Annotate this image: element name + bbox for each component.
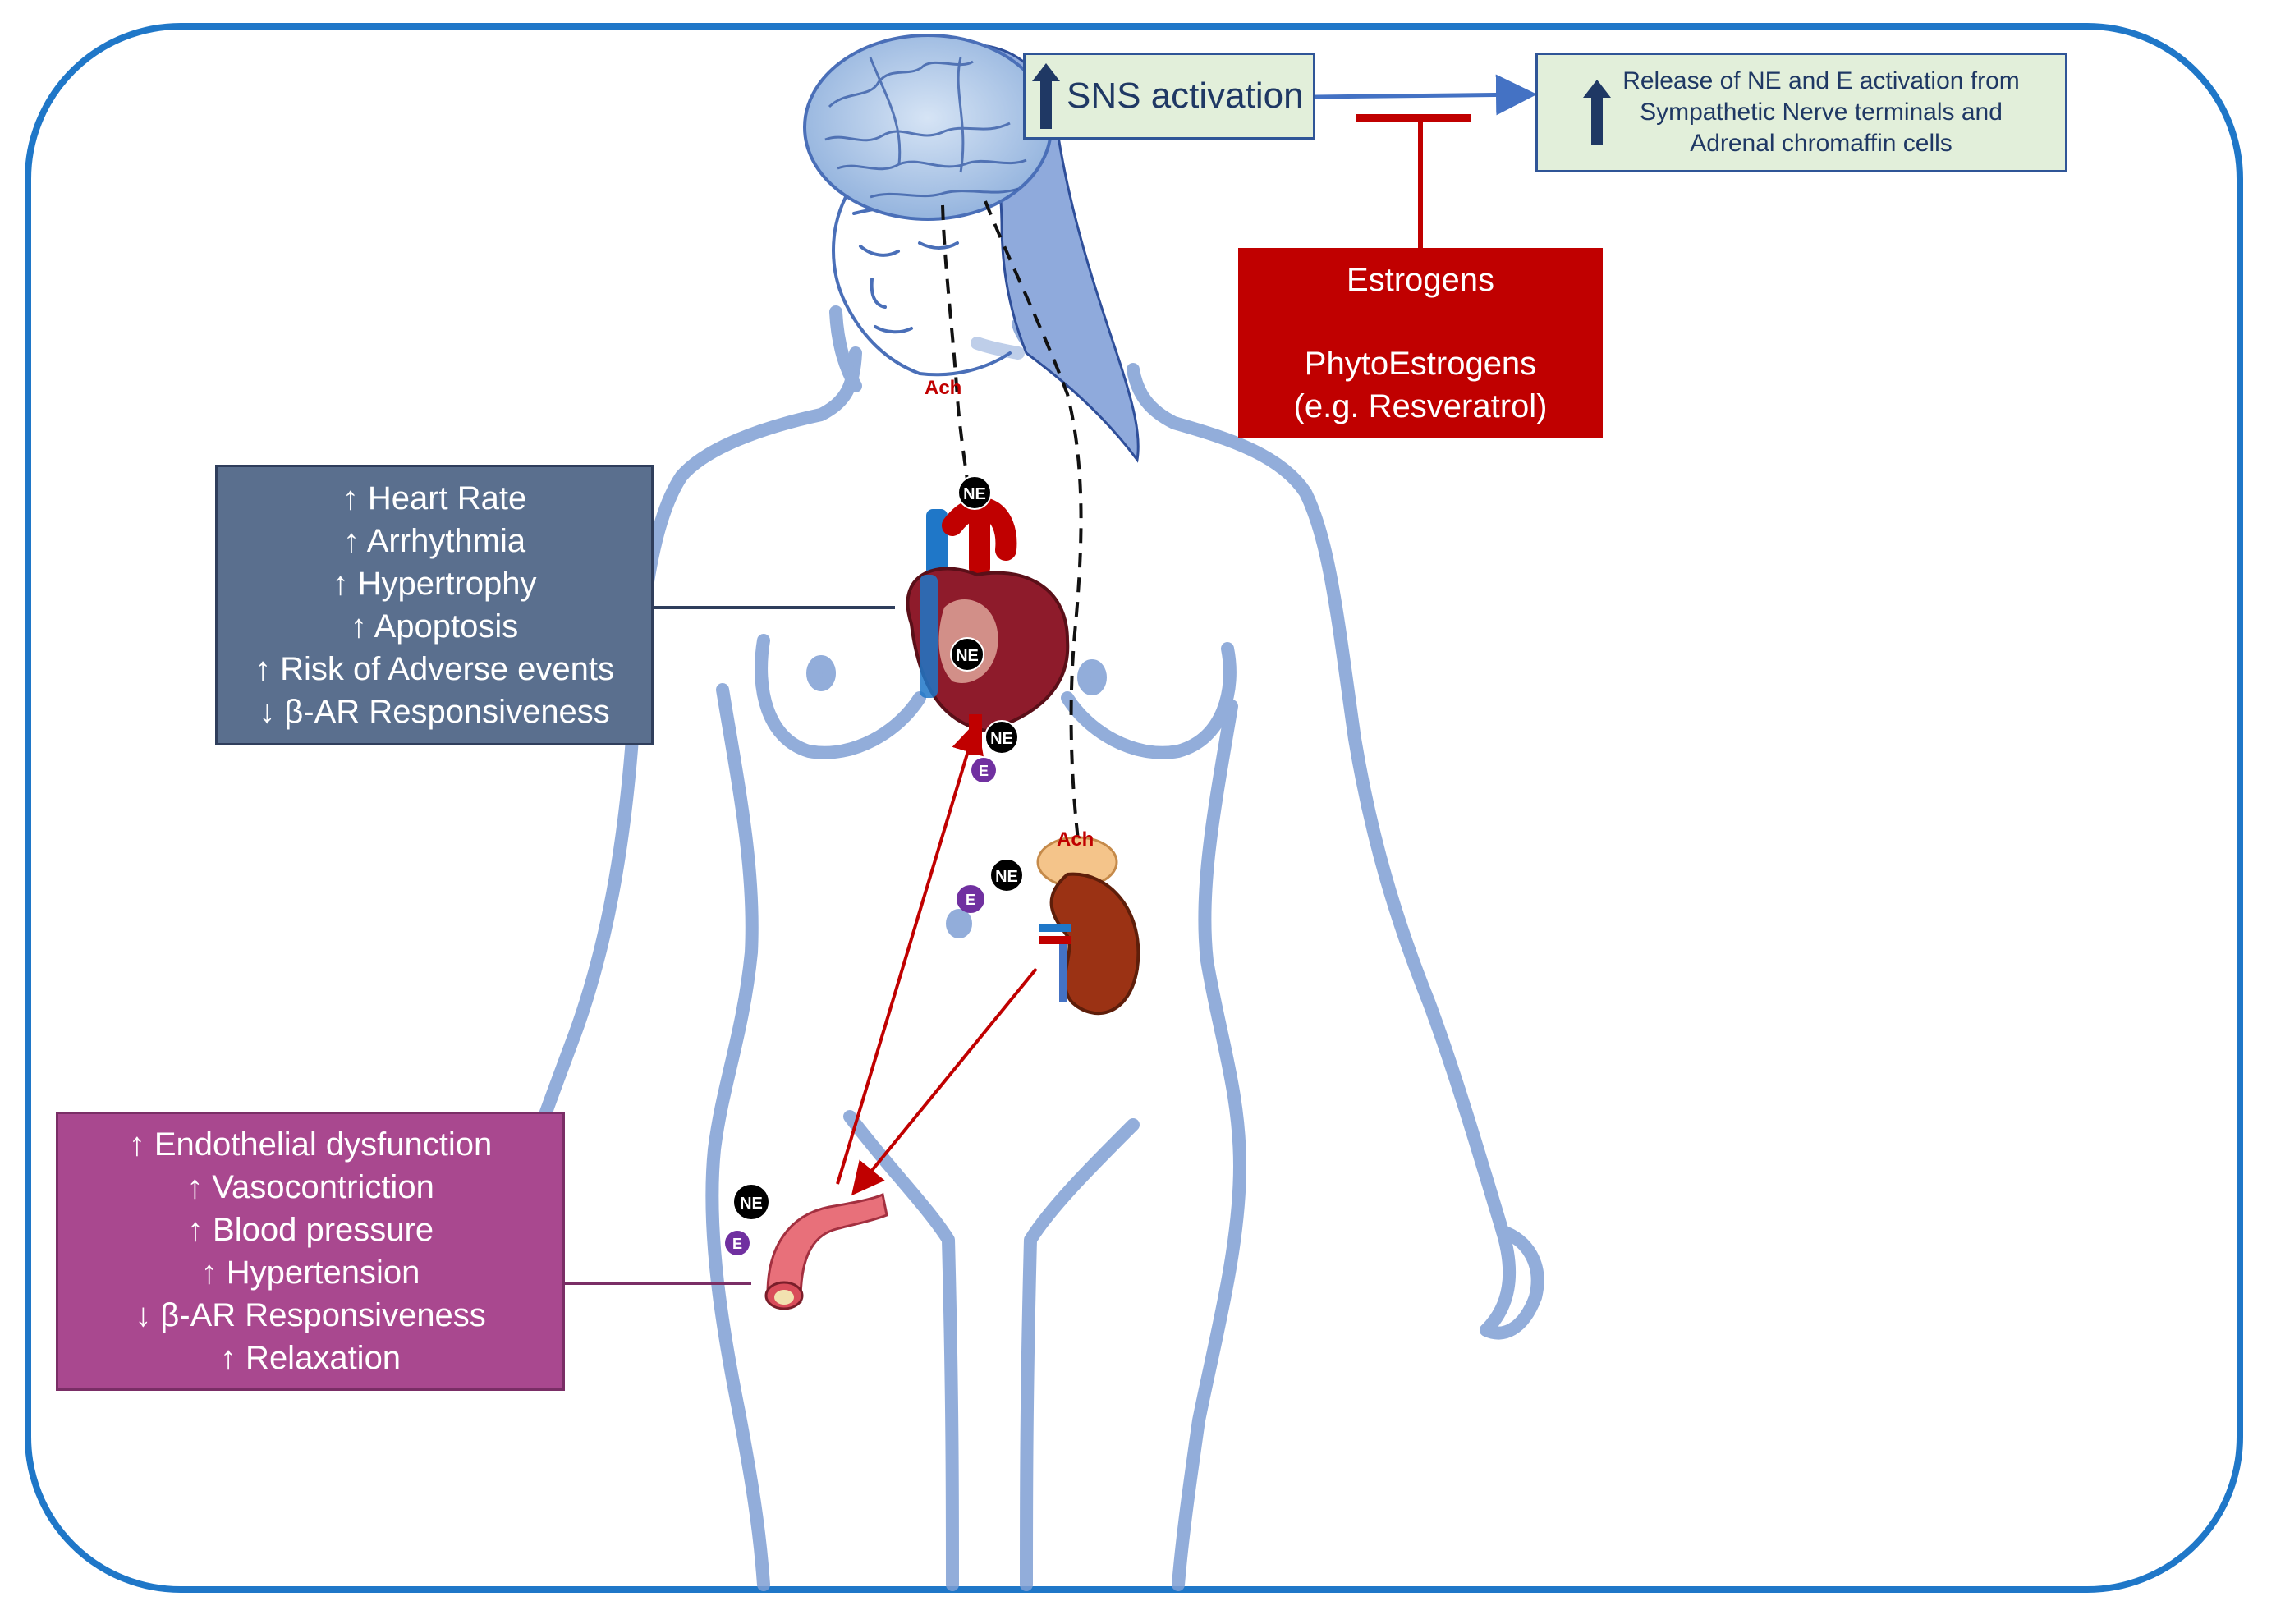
e-marker-vessel: E: [725, 1231, 750, 1255]
sns-activation-label: SNS activation: [1067, 76, 1304, 116]
ne-label: NE: [963, 485, 986, 503]
vessel-effect-item: ↑ Relaxation: [219, 1340, 402, 1376]
ach-label-neck: Ach: [925, 377, 961, 399]
ach-marker-neck: Ach: [925, 377, 961, 399]
heart-effect-item: ↑ Heart Rate: [342, 480, 527, 516]
estrogens-box: Estrogens PhytoEstrogens (e.g. Resveratr…: [1238, 248, 1603, 438]
heart-effects-box: ↑ Heart Rate ↑ Arrhythmia ↑ Hypertrophy …: [215, 465, 654, 745]
release-line: Sympathetic Nerve terminals and: [1640, 99, 2003, 126]
rounded-frame: [25, 23, 2243, 1593]
sns-activation-box: SNS activation: [1023, 53, 1315, 140]
arrow-adrenal-to-vessel: [851, 967, 1038, 1196]
ne-label: NE: [956, 647, 979, 665]
e-marker-below-heart: E: [971, 758, 996, 782]
heart-effect-item: ↑ Risk of Adverse events: [255, 651, 614, 687]
e-label: E: [732, 1236, 742, 1252]
ne-label: NE: [990, 730, 1013, 748]
release-line: Release of NE and E activation from: [1622, 67, 2020, 94]
heart-illustration: [906, 493, 1070, 755]
resveratrol-label: (e.g. Resveratrol): [1293, 388, 1548, 424]
kidney-illustration: [1036, 836, 1140, 1016]
up-arrow-icon: [1032, 63, 1060, 129]
vessel-effects-box: ↑ Endothelial dysfunction ↑ Vasocontrict…: [56, 1112, 565, 1391]
ach-label-adrenal: Ach: [1057, 828, 1094, 851]
heart-effect-item: ↓ β-AR Responsiveness: [259, 694, 610, 730]
ne-label: NE: [740, 1195, 763, 1213]
vessel-effect-item: ↓ β-AR Responsiveness: [135, 1297, 486, 1333]
heart-effect-item: ↑ Hypertrophy: [332, 566, 537, 602]
ne-marker-adrenal: NE: [989, 858, 1024, 892]
ne-marker-heart-top: NE: [957, 475, 992, 510]
brain-illustration: [803, 34, 1053, 221]
arrow-sns-to-release: [1315, 74, 1537, 116]
e-label: E: [966, 892, 975, 908]
phytoestrogens-label: PhytoEstrogens: [1304, 346, 1537, 382]
release-box: Release of NE and E activation from Symp…: [1535, 53, 2067, 172]
heart-effect-item: ↑ Apoptosis: [350, 608, 519, 645]
vessel-illustration: [764, 1192, 888, 1310]
nerve-paths: [941, 200, 1083, 855]
up-arrow-icon: [1583, 80, 1612, 145]
vessel-effect-item: ↑ Vasocontriction: [186, 1169, 434, 1205]
vessel-effect-item: ↑ Hypertension: [200, 1255, 420, 1291]
vessel-effect-item: ↑ Endothelial dysfunction: [128, 1126, 493, 1163]
e-marker-adrenal: E: [957, 885, 984, 913]
vessel-effect-item: ↑ Blood pressure: [186, 1212, 434, 1248]
estrogens-label: Estrogens: [1346, 262, 1495, 298]
ne-label: NE: [995, 868, 1018, 886]
arrow-vessel-to-heart: [836, 720, 984, 1185]
ne-marker-heart-inside: NE: [950, 637, 984, 672]
ach-marker-adrenal: Ach: [1057, 828, 1094, 851]
heart-effect-item: ↑ Arrhythmia: [342, 523, 526, 559]
release-line: Adrenal chromaffin cells: [1690, 130, 1952, 157]
ne-marker-vessel: NE: [732, 1183, 770, 1221]
release-text: Release of NE and E activation from Symp…: [1622, 66, 2020, 159]
e-label: E: [979, 763, 989, 779]
ne-marker-below-heart: NE: [984, 720, 1019, 755]
